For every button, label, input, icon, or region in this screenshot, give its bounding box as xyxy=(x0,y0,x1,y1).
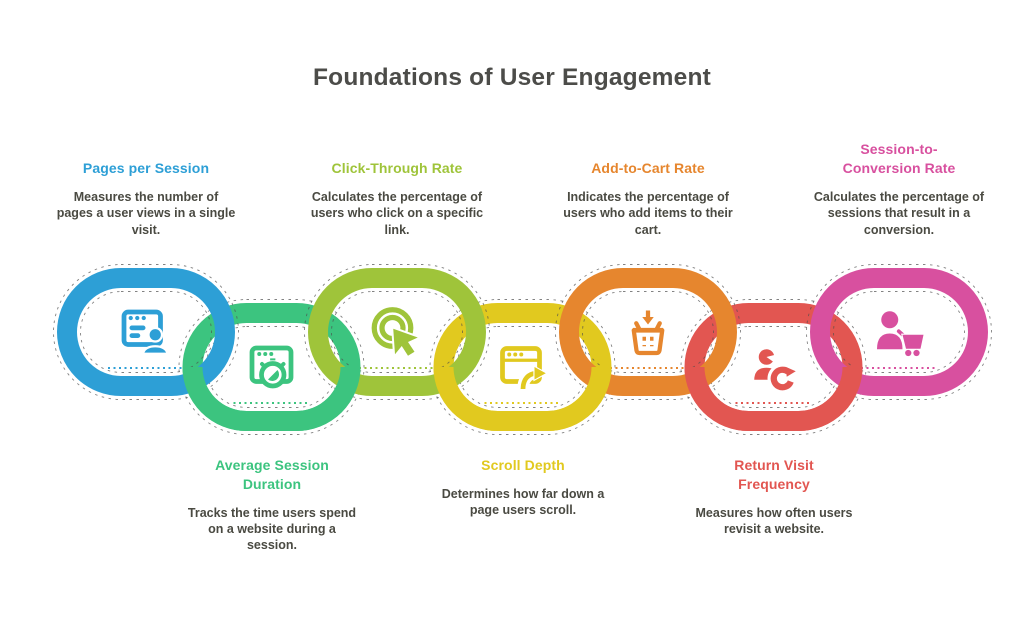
chain-weave-overlap xyxy=(182,366,863,431)
click-cursor-icon xyxy=(371,307,420,358)
chain-link-icons xyxy=(121,307,925,394)
chain-weave-arc-return-visit-frequency xyxy=(798,366,863,431)
metric-title: Session-to-Conversion Rate xyxy=(842,141,956,177)
basket-add-icon xyxy=(631,310,665,356)
sketch-outline xyxy=(53,264,239,400)
sketch-outline xyxy=(555,264,741,400)
metric-block-return-visit-frequency: Return Visit Frequency Measures how ofte… xyxy=(668,456,880,537)
metric-block-average-session-duration: Average Session Duration Tracks the time… xyxy=(166,456,378,554)
metric-description: Determines how far down a page users scr… xyxy=(441,486,605,518)
metric-description: Measures the number of pages a user view… xyxy=(56,190,236,237)
metric-block-click-through-rate: Click-Through Rate Calculates the percen… xyxy=(291,132,503,238)
metric-block-session-to-conversion-rate: Session-to-Conversion Rate Calculates th… xyxy=(793,132,1005,238)
browser-stopwatch-icon xyxy=(249,345,294,389)
sketch-outline xyxy=(429,299,616,435)
sketch-outline xyxy=(806,264,992,400)
chain-weave-arc-return-visit-frequency xyxy=(684,366,749,431)
metric-title-wrap: Return Visit Frequency xyxy=(668,456,880,494)
metric-title-wrap: Pages per Session xyxy=(40,132,252,178)
metric-title-wrap: Average Session Duration xyxy=(166,456,378,494)
chain-weave-arc-scroll-depth xyxy=(547,366,612,431)
chain-weave-arc-average-session-duration xyxy=(296,366,361,431)
metric-description: Calculates the percentage of sessions th… xyxy=(813,190,985,237)
user-cart-icon xyxy=(877,311,925,357)
sketch-outline xyxy=(833,291,965,373)
sketch-outline xyxy=(331,291,463,373)
metric-description: Measures how often users revisit a websi… xyxy=(695,505,853,537)
sketch-outline xyxy=(80,291,212,373)
metric-title-wrap: Session-to-Conversion Rate xyxy=(793,132,1005,178)
sketch-outline xyxy=(304,264,490,400)
chain-link-add-to-cart-rate xyxy=(555,264,741,400)
chain-link-pages-per-session xyxy=(53,264,239,400)
metric-title: Add-to-Cart Rate xyxy=(591,160,705,177)
metric-block-scroll-depth: Scroll Depth Determines how far down a p… xyxy=(417,456,629,518)
metric-title-wrap: Scroll Depth xyxy=(417,456,629,475)
chain-link-session-to-conversion-rate xyxy=(806,264,992,400)
sketch-outline xyxy=(680,299,867,435)
chain-link-click-through-rate xyxy=(304,264,490,400)
metric-description: Indicates the percentage of users who ad… xyxy=(563,190,733,237)
metric-description: Calculates the percentage of users who c… xyxy=(310,190,484,237)
chain-weave-arc-scroll-depth xyxy=(433,366,498,431)
metric-block-add-to-cart-rate: Add-to-Cart Rate Indicates the percentag… xyxy=(542,132,754,238)
browser-user-icon xyxy=(121,309,169,355)
metric-title: Click-Through Rate xyxy=(331,160,463,177)
metric-title-wrap: Add-to-Cart Rate xyxy=(542,132,754,178)
sketch-outline xyxy=(178,299,365,435)
browser-scroll-arrow-icon xyxy=(500,346,549,390)
metric-title: Return Visit Frequency xyxy=(734,457,814,492)
chain-weave-arc-average-session-duration xyxy=(182,366,247,431)
metric-title: Scroll Depth xyxy=(481,457,565,473)
chain-links-top-row xyxy=(53,264,992,400)
metric-title: Pages per Session xyxy=(82,160,210,177)
metric-block-pages-per-session: Pages per Session Measures the number of… xyxy=(40,132,252,238)
user-refresh-icon xyxy=(754,349,797,394)
metric-title: Average Session Duration xyxy=(215,457,329,492)
sketch-outline xyxy=(582,291,714,373)
page-title: Foundations of User Engagement xyxy=(312,64,712,91)
metric-description: Tracks the time users spend on a website… xyxy=(187,505,357,553)
metric-title-wrap: Click-Through Rate xyxy=(291,132,503,178)
